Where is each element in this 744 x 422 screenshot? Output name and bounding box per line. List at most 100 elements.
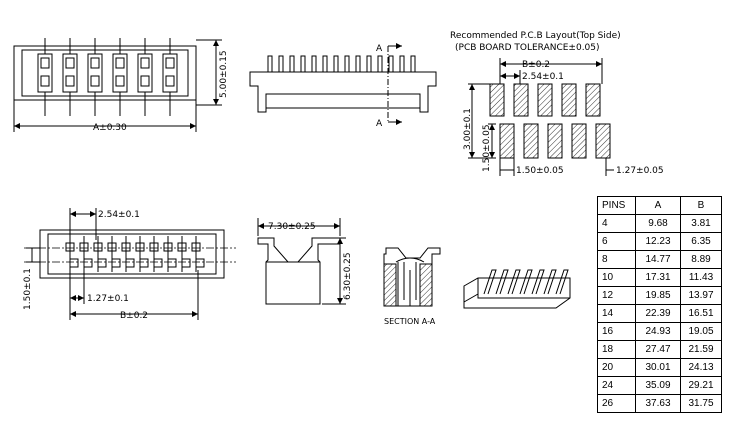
table-cell-pins: 24	[597, 376, 636, 395]
table-cell-b: 16.51	[680, 304, 722, 323]
table-cell-pins: 8	[597, 250, 636, 269]
side-height-dim: 6.30±0.25	[343, 252, 353, 300]
table-cell-b: 13.97	[680, 286, 722, 305]
bottom-contact-pad	[111, 258, 121, 268]
front-view-contacts	[267, 55, 416, 73]
top-contact-pad	[90, 75, 100, 87]
bottom-contact-pad	[69, 258, 79, 268]
pcb-offset-dim: 1.27±0.05	[616, 166, 664, 176]
side-width-dim: 7.30±0.25	[268, 222, 316, 232]
bottom-contact-pad	[97, 258, 107, 268]
pcb-pad-bottom-row	[523, 123, 539, 159]
table-cell-a: 30.01	[635, 358, 681, 377]
bottom-b-dim: B±0.2	[120, 311, 148, 321]
isometric-contacts	[483, 269, 569, 295]
front-contact	[267, 55, 273, 73]
top-view-contacts	[37, 38, 178, 116]
table-cell-pins: 18	[597, 340, 636, 359]
isometric-contact	[555, 269, 569, 295]
front-contact	[366, 55, 372, 73]
pcb-layout	[468, 58, 614, 176]
table-cell-a: 27.47	[635, 340, 681, 359]
top-contact-pad	[65, 75, 75, 87]
table-cell-pins: 6	[597, 232, 636, 251]
pcb-layout-tolerance: (PCB BOARD TOLERANCE±0.05)	[455, 43, 600, 53]
side-view-outline	[257, 237, 341, 305]
table-cell-b: 11.43	[680, 268, 722, 287]
front-contact	[278, 55, 284, 73]
table-cell-a: 35.09	[635, 376, 681, 395]
front-contact	[377, 55, 383, 73]
section-mark-bottom: A	[376, 119, 383, 129]
front-view	[249, 43, 437, 125]
table-cell-a: 17.31	[635, 268, 681, 287]
table-cell-pins: 26	[597, 394, 636, 413]
table-cell-b: 21.59	[680, 340, 722, 359]
section-mark-top: A	[376, 44, 383, 54]
table-header-pins: PINS	[597, 196, 636, 215]
bottom-view-inner-outline	[47, 233, 217, 275]
table-cell-pins: 14	[597, 304, 636, 323]
table-cell-b: 29.21	[680, 376, 722, 395]
top-view-width-dim: A±0.30	[93, 123, 127, 133]
pcb-pad-height-dim: 1.50±0.05	[482, 124, 492, 172]
pcb-pad-bottom-row	[499, 123, 515, 159]
front-contact	[388, 55, 394, 73]
table-cell-pins: 10	[597, 268, 636, 287]
table-cell-a: 19.85	[635, 286, 681, 305]
bottom-height-dim: 1.50±0.1	[23, 268, 33, 310]
bottom-contact-pad	[139, 258, 149, 268]
bottom-stagger-dim: 1.27±0.1	[87, 294, 129, 304]
isometric-contact	[543, 269, 557, 295]
table-cell-pins: 16	[597, 322, 636, 341]
pcb-pad-top-row	[537, 83, 553, 117]
table-cell-b: 3.81	[680, 214, 722, 233]
top-contact-pad	[140, 75, 150, 87]
isometric-contact	[495, 269, 509, 295]
front-contact	[333, 55, 339, 73]
front-contact	[300, 55, 306, 73]
top-view-height-dim: 5.00±0.15	[219, 50, 229, 98]
table-header-a: A	[635, 196, 681, 215]
top-view	[13, 38, 222, 132]
table-cell-b: 31.75	[680, 394, 722, 413]
table-cell-a: 37.63	[635, 394, 681, 413]
top-view-inner-outline	[21, 49, 189, 97]
section-view	[383, 247, 441, 307]
top-contact-pad	[165, 57, 175, 69]
table-cell-b: 24.13	[680, 358, 722, 377]
top-contact-pad	[115, 57, 125, 69]
top-contact-pad	[140, 57, 150, 69]
bottom-contact-pad	[83, 258, 93, 268]
side-view	[257, 218, 346, 305]
top-contact-pad	[90, 57, 100, 69]
pcb-layout-title: Recommended P.C.B Layout(Top Side)	[450, 31, 621, 41]
table-cell-a: 24.93	[635, 322, 681, 341]
bottom-view-body-outline	[39, 229, 225, 279]
top-contact-pad	[40, 57, 50, 69]
isometric-contact	[519, 269, 533, 295]
table-cell-b: 19.05	[680, 322, 722, 341]
table-cell-pins: 20	[597, 358, 636, 377]
isometric-view	[463, 269, 571, 309]
front-view-body-outline	[249, 71, 437, 113]
table-cell-a: 22.39	[635, 304, 681, 323]
top-contact-pad	[65, 57, 75, 69]
bottom-pitch-dim: 2.54±0.1	[98, 210, 140, 220]
bottom-contact-pad	[153, 258, 163, 268]
front-contact	[322, 55, 328, 73]
isometric-contact	[531, 269, 545, 295]
top-contact-pad	[165, 75, 175, 87]
pcb-row-gap-dim: 3.00±0.1	[463, 108, 473, 150]
